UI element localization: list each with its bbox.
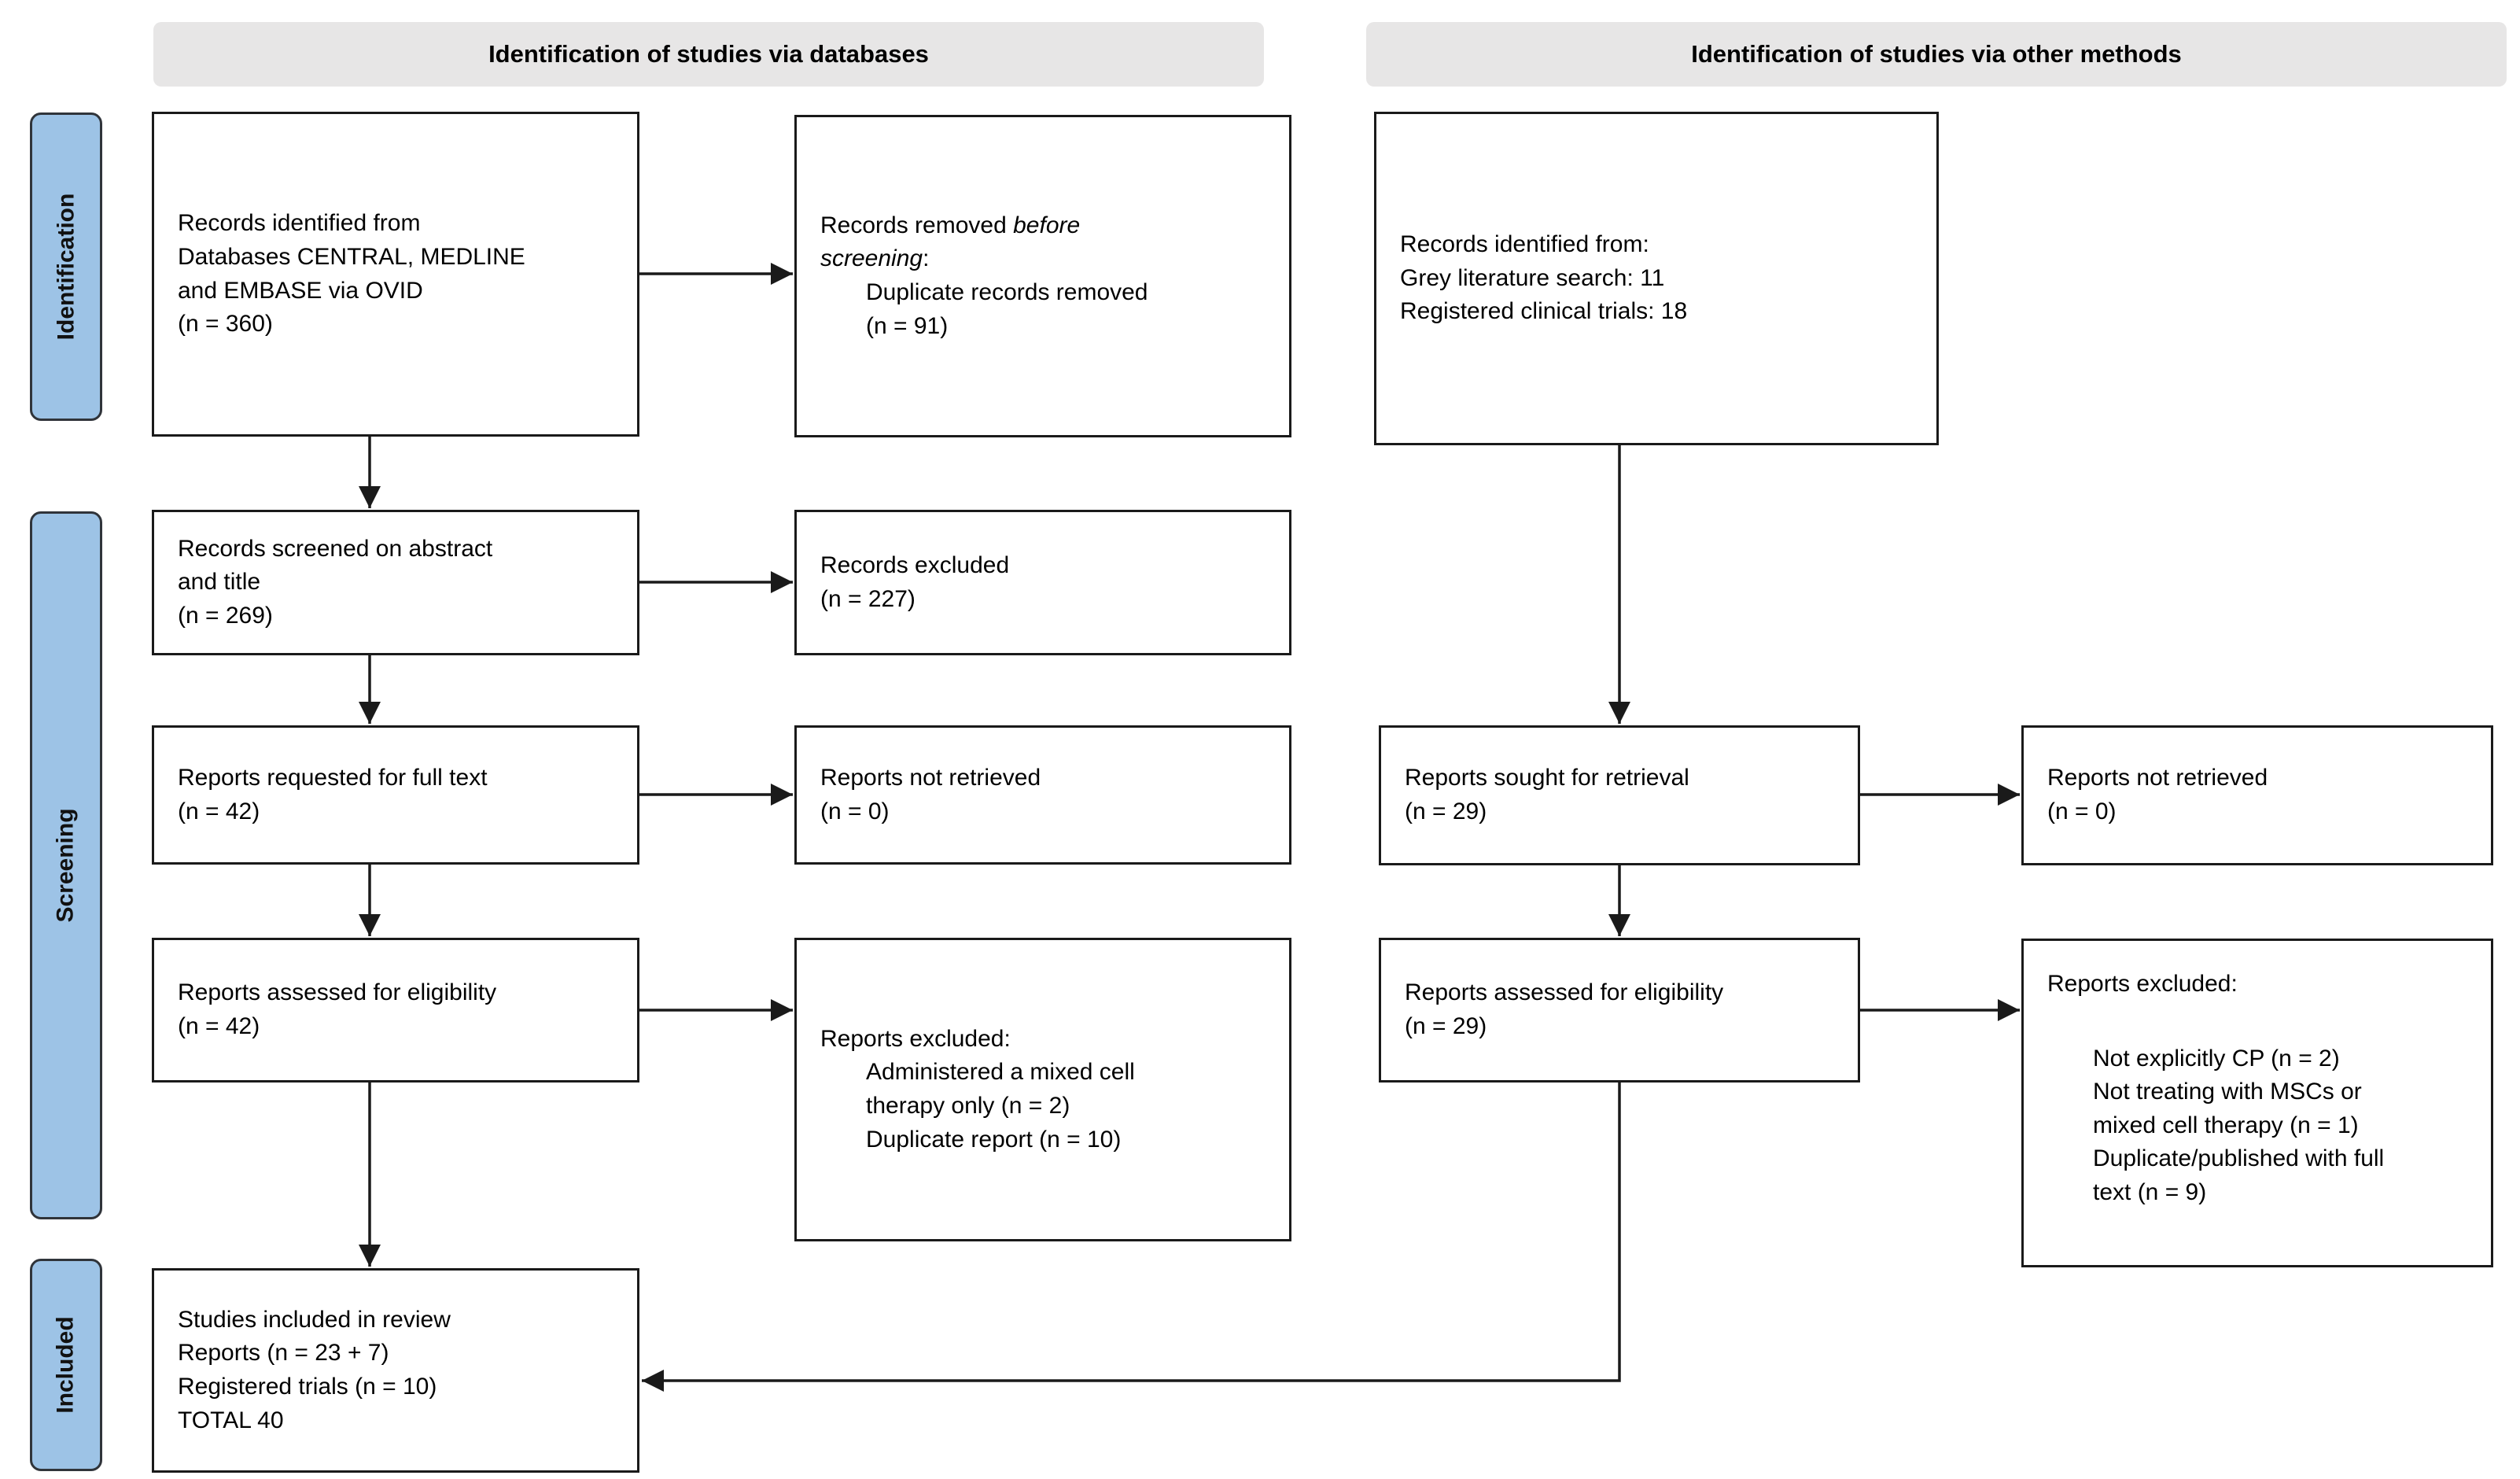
text-line: mixed cell therapy (n = 1) [2093, 1112, 2359, 1138]
box-reports-excluded-other: Reports excluded: Not explicitly CP (n =… [2021, 939, 2493, 1267]
text-line: Duplicate report (n = 10) [866, 1126, 1122, 1153]
text-line: (n = 0) [2047, 799, 2117, 824]
text-line: text (n = 9) [2093, 1178, 2207, 1205]
text-line: (n = 29) [1405, 799, 1487, 824]
text-line: Not treating with MSCs or [2093, 1079, 2362, 1105]
box-records-removed-before-screening: Records removed before screening: Duplic… [794, 115, 1291, 437]
text-line: Administered a mixed cell [866, 1059, 1135, 1086]
text-line: Records screened on abstract [178, 535, 493, 562]
text-line: Records identified from [178, 210, 421, 237]
text-segment: Records removed [820, 212, 1014, 238]
text-line: Records identified from: [1400, 231, 1649, 258]
text-line: (n = 0) [820, 798, 890, 824]
text-line: Databases CENTRAL, MEDLINE [178, 243, 525, 270]
text-line: and title [178, 569, 261, 596]
text-line: screening: [820, 242, 1148, 276]
box-records-identified-other: Records identified from: Grey literature… [1374, 112, 1939, 445]
text-segment-italic: before [1013, 212, 1081, 238]
sidebar-included: Included [30, 1259, 102, 1471]
text-line: (n = 269) [178, 602, 273, 629]
text-line: Reports excluded: [2047, 971, 2238, 997]
text-line: Records removed before [820, 209, 1148, 243]
text-line: Reports (n = 23 + 7) [178, 1340, 389, 1367]
spacer [2047, 1001, 2384, 1042]
box-records-excluded: Records excluded (n = 227) [794, 510, 1291, 655]
text-line: Reports not retrieved [2047, 765, 2268, 791]
text-line: Duplicate records removed [866, 279, 1148, 305]
text-line: (n = 227) [820, 585, 916, 612]
text-line: Registered trials (n = 10) [178, 1374, 437, 1400]
text-line: Reports not retrieved [820, 764, 1041, 791]
text-line: Reports excluded: [820, 1025, 1011, 1052]
box-reports-excluded-databases: Reports excluded: Administered a mixed c… [794, 938, 1291, 1241]
text-line: Reports requested for full text [178, 764, 488, 791]
box-reports-requested-full-text: Reports requested for full text (n = 42) [152, 725, 639, 865]
text-line: TOTAL 40 [178, 1407, 284, 1433]
text-line: Reports sought for retrieval [1405, 765, 1689, 791]
text-segment: : [923, 245, 930, 272]
arrow-other-assessed-to-included [642, 1083, 1621, 1392]
box-reports-sought-retrieval: Reports sought for retrieval (n = 29) [1379, 725, 1860, 865]
box-reports-not-retrieved-other: Reports not retrieved (n = 0) [2021, 725, 2493, 865]
text-line: Records excluded [820, 551, 1010, 578]
box-reports-assessed-other: Reports assessed for eligibility (n = 29… [1379, 938, 1860, 1083]
text-line: (n = 42) [178, 798, 260, 824]
text-line: Studies included in review [178, 1306, 451, 1333]
box-studies-included: Studies included in review Reports (n = … [152, 1268, 639, 1473]
sidebar-screening-label: Screening [53, 808, 79, 923]
text-line: Reports assessed for eligibility [1405, 979, 1724, 1006]
text-line: Reports assessed for eligibility [178, 979, 497, 1006]
header-databases: Identification of studies via databases [153, 22, 1264, 87]
sidebar-identification-label: Identification [53, 193, 79, 341]
text-line: (n = 360) [178, 311, 273, 337]
sidebar-identification: Identification [30, 112, 102, 421]
text-segment-italic: screening [820, 245, 923, 272]
text-line: therapy only (n = 2) [866, 1093, 1070, 1119]
box-reports-assessed-databases: Reports assessed for eligibility (n = 42… [152, 938, 639, 1083]
box-records-identified-databases: Records identified from Databases CENTRA… [152, 112, 639, 437]
text-line: (n = 42) [178, 1013, 260, 1039]
text-line: and EMBASE via OVID [178, 277, 423, 304]
sidebar-screening: Screening [30, 511, 102, 1219]
text-line: (n = 91) [866, 312, 949, 339]
text-line: Registered clinical trials: 18 [1400, 298, 1688, 325]
sidebar-included-label: Included [53, 1316, 79, 1414]
box-reports-not-retrieved-databases: Reports not retrieved (n = 0) [794, 725, 1291, 865]
text-line: (n = 29) [1405, 1013, 1487, 1039]
text-line: Grey literature search: 11 [1400, 264, 1665, 291]
text-line: Duplicate/published with full [2093, 1145, 2385, 1172]
text-line: Not explicitly CP (n = 2) [2093, 1045, 2340, 1071]
header-other-methods: Identification of studies via other meth… [1366, 22, 2507, 87]
box-records-screened: Records screened on abstract and title (… [152, 510, 639, 655]
